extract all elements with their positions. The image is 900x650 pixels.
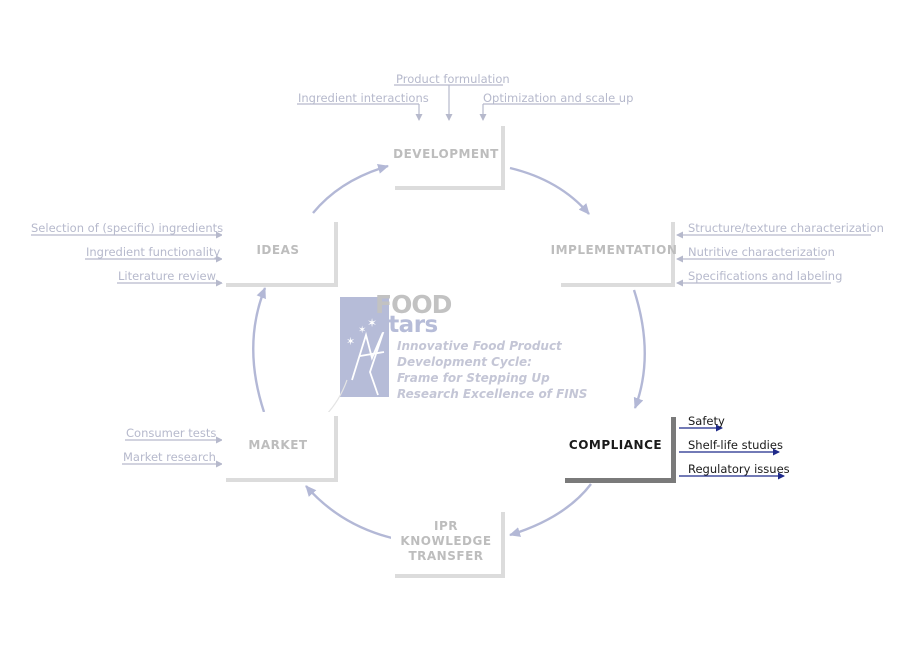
stage-ideas: IDEAS [222, 218, 334, 283]
stage-market: MARKET [222, 412, 334, 478]
cycle-arrow-development-implementation [509, 166, 590, 215]
foodstars-logo: ✶ ✶ ✶ [325, 297, 389, 416]
logo-word-food: FOOD [375, 290, 452, 319]
stage-ipr-knowledge-transfer: IPR KNOWLEDGE TRANSFER [391, 508, 501, 574]
input-structure-texture: Structure/texture characterization [688, 221, 884, 235]
input-specifications-labeling: Specifications and labeling [688, 269, 843, 283]
input-market-research: Market research [123, 450, 216, 464]
stage-ipr-line-2: KNOWLEDGE [400, 533, 492, 548]
input-selection-ingredients: Selection of (specific) ingredients [31, 221, 224, 235]
tagline-line-1: Innovative Food Product [397, 339, 562, 353]
input-ingredient-functionality: Ingredient functionality [86, 245, 221, 259]
tagline-line-2: Development Cycle: [397, 355, 532, 369]
stage-ipr-line-1: IPR [434, 518, 458, 533]
cycle-arrow-implementation-compliance [632, 289, 646, 409]
logo-block [340, 297, 389, 397]
logo-star-figure [351, 329, 385, 396]
stage-implementation: IMPLEMENTATION [551, 218, 677, 283]
stage-compliance: COMPLIANCE [560, 412, 671, 478]
input-consumer-tests: Consumer tests [126, 426, 217, 440]
tagline-line-4: Research Excellence of FINS [397, 387, 588, 401]
cycle-arrow-ideas-development [312, 164, 389, 214]
stage-ipr-line-3: TRANSFER [408, 548, 484, 563]
input-literature-review: Literature review [118, 269, 216, 283]
stage-development: DEVELOPMENT [391, 122, 501, 186]
input-ingredient-interactions: Ingredient interactions [298, 91, 429, 105]
input-regulatory-issues: Regulatory issues [688, 462, 790, 476]
logo-star-3: ✶ [367, 316, 377, 330]
stage-ideas-label: IDEAS [256, 243, 300, 257]
logo-tagline: Innovative Food Product Development Cycl… [397, 338, 597, 402]
stage-development-label: DEVELOPMENT [393, 146, 499, 161]
stage-compliance-label: COMPLIANCE [568, 437, 663, 452]
logo-star-1: ✶ [346, 335, 355, 348]
stage-market-label: MARKET [248, 437, 308, 452]
tagline-line-3: Frame for Stepping Up [397, 371, 550, 385]
cycle-arrow-market-ideas [252, 287, 267, 413]
input-product-formulation: Product formulation [396, 72, 510, 86]
input-nutritive: Nutritive characterization [688, 245, 835, 259]
logo-word-stars: stars [375, 312, 438, 338]
cycle-arrow-compliance-ipr [509, 483, 592, 537]
cycle-arrow-ipr-market [305, 485, 393, 540]
logo-star-2: ✶ [358, 325, 366, 336]
input-shelf-life-studies: Shelf-life studies [688, 438, 783, 452]
input-optimization-scale-up: Optimization and scale up [483, 91, 634, 105]
input-safety: Safety [688, 414, 725, 428]
stage-implementation-label: IMPLEMENTATION [550, 243, 678, 257]
